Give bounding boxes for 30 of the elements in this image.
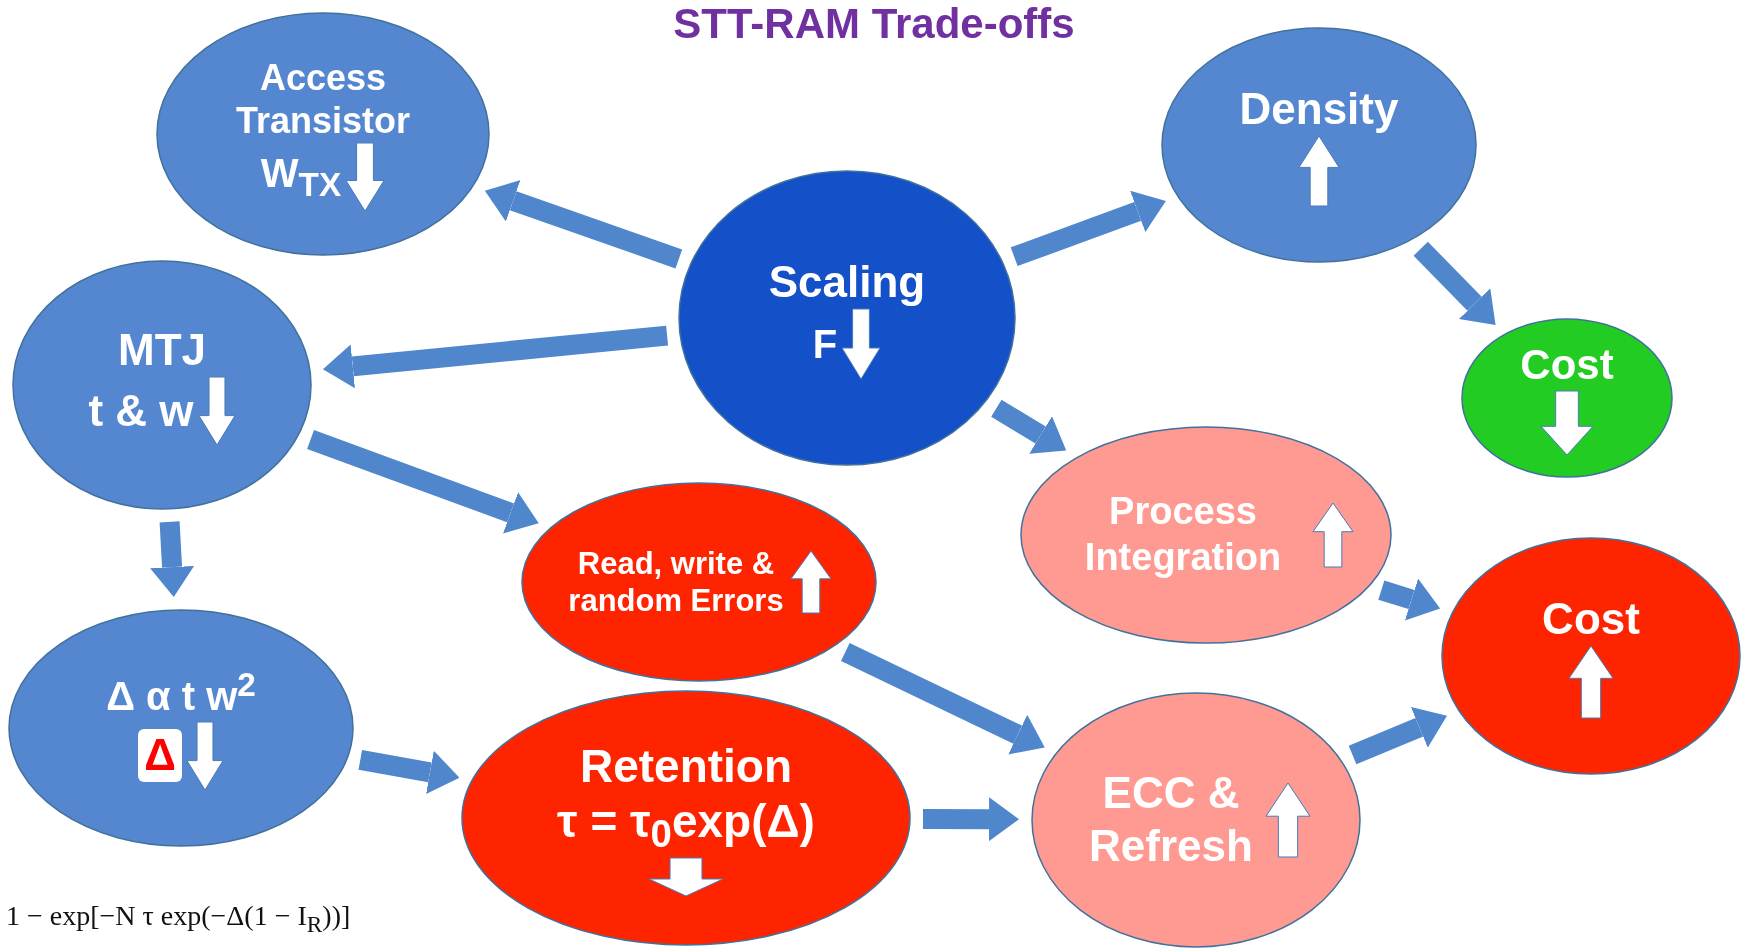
node-label: W$_{TX}$ (260, 150, 342, 206)
block-arrow (1413, 241, 1496, 326)
node-label: Density (1239, 82, 1399, 135)
node-label: Access Transistor (234, 55, 412, 143)
block-arrow (1378, 578, 1441, 621)
node-label: τ = τ$_{0}$exp(Δ) (557, 794, 815, 858)
node-label: Cost (1520, 339, 1614, 390)
block-arrow (922, 797, 1019, 842)
block-arrow (840, 643, 1045, 755)
node-label: Scaling (768, 255, 926, 308)
node-label: t & w (88, 385, 194, 437)
block-arrow (358, 750, 460, 794)
block-arrow (150, 521, 195, 598)
node-label: Process Integration (1083, 489, 1283, 580)
node-label: Cost (1542, 592, 1640, 645)
block-arrow (484, 180, 683, 269)
node-label: Read, write & random Errors (567, 544, 785, 620)
block-arrow (991, 399, 1067, 454)
diagram-title: STT-RAM Trade-offs (673, 0, 1075, 48)
node-label: Retention (579, 738, 793, 794)
block-arrow (1348, 706, 1447, 765)
node-label: Δ α t w$^{2}$ (106, 665, 256, 721)
node-label: F (812, 321, 838, 369)
node-label: MTJ (118, 323, 206, 376)
block-arrow (322, 325, 669, 389)
block-arrow (307, 430, 539, 534)
node-label: Δ (138, 729, 182, 783)
block-arrow (1010, 190, 1166, 267)
node-label: ECC & Refresh (1088, 767, 1254, 872)
formula-text: 1 − exp[−N τ exp(−Δ(1 − I$_{R}$))] (6, 900, 351, 938)
